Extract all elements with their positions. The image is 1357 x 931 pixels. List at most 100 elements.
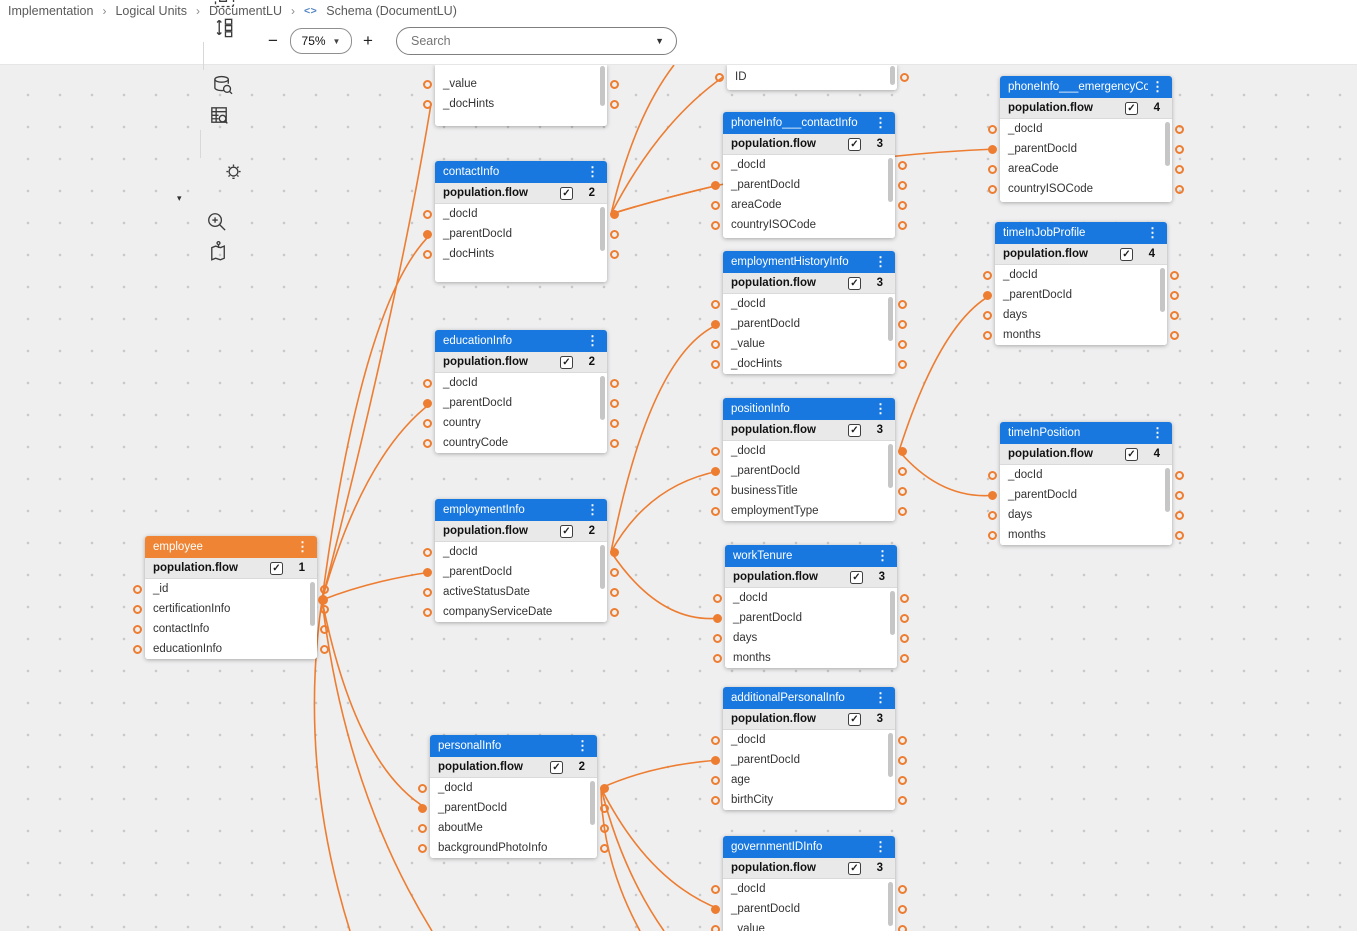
fragment-top-mid[interactable]: ID xyxy=(715,65,909,90)
connector-port[interactable] xyxy=(418,823,427,833)
entity-employmentInfo[interactable]: employmentInfo ⋮ population.flow ✓ 2 _do… xyxy=(423,499,619,622)
kebab-menu-icon[interactable]: ⋮ xyxy=(576,738,589,753)
scrollbar-thumb[interactable] xyxy=(310,582,315,626)
connector-port[interactable] xyxy=(898,339,907,349)
flow-checkbox[interactable]: ✓ xyxy=(848,276,861,290)
connector-port[interactable] xyxy=(423,418,432,428)
connector-port[interactable] xyxy=(898,506,907,516)
flow-checkbox[interactable]: ✓ xyxy=(560,524,573,538)
connector-port[interactable] xyxy=(711,220,720,230)
connector-port[interactable] xyxy=(1170,270,1179,280)
connector-port[interactable] xyxy=(423,438,432,448)
connector-port[interactable] xyxy=(423,607,432,617)
connector-port[interactable] xyxy=(600,783,609,793)
field-row[interactable]: _parentDocId xyxy=(731,465,801,477)
chevron-down-icon[interactable]: ▾ xyxy=(177,193,182,203)
flow-checkbox[interactable]: ✓ xyxy=(1125,101,1138,115)
field-row[interactable]: ID xyxy=(735,71,747,83)
field-row[interactable]: country xyxy=(443,417,481,429)
connector-port[interactable] xyxy=(1175,490,1184,500)
scrollbar-thumb[interactable] xyxy=(1160,268,1165,312)
field-row[interactable]: activeStatusDate xyxy=(443,586,530,598)
entity-search-button[interactable] xyxy=(204,100,234,130)
scrollbar-thumb[interactable] xyxy=(888,882,893,926)
connector-port[interactable] xyxy=(1170,290,1179,300)
field-row[interactable]: _docId xyxy=(438,782,473,794)
entity-educationInfo[interactable]: educationInfo ⋮ population.flow ✓ 2 _doc… xyxy=(423,330,619,453)
flow-checkbox[interactable]: ✓ xyxy=(848,712,861,726)
kebab-menu-icon[interactable]: ⋮ xyxy=(1151,79,1164,94)
field-row[interactable]: _value xyxy=(731,338,765,350)
field-row[interactable]: days xyxy=(1008,509,1033,521)
scrollbar-thumb[interactable] xyxy=(888,444,893,488)
field-row[interactable]: _docId xyxy=(731,298,766,310)
connector-port[interactable] xyxy=(983,290,992,300)
scrollbar-thumb[interactable] xyxy=(890,66,895,85)
connector-port[interactable] xyxy=(715,72,724,82)
kebab-menu-icon[interactable]: ⋮ xyxy=(874,401,887,416)
flow-checkbox[interactable]: ✓ xyxy=(270,561,283,575)
connector-port[interactable] xyxy=(711,160,720,170)
connection-hub[interactable] xyxy=(318,595,328,605)
flow-checkbox[interactable]: ✓ xyxy=(848,423,861,437)
flow-checkbox[interactable]: ✓ xyxy=(848,137,861,151)
connector-port[interactable] xyxy=(988,490,997,500)
connector-port[interactable] xyxy=(983,330,992,340)
connector-port[interactable] xyxy=(711,446,720,456)
connector-port[interactable] xyxy=(423,209,432,219)
entity-timeInJobProfile[interactable]: timeInJobProfile ⋮ population.flow ✓ 4 _… xyxy=(983,222,1179,345)
field-row[interactable]: _docHints xyxy=(731,358,783,370)
connector-port[interactable] xyxy=(711,735,720,745)
kebab-menu-icon[interactable]: ⋮ xyxy=(586,333,599,348)
entity-governmentIDInfo[interactable]: governmentIDInfo ⋮ population.flow ✓ 3 _… xyxy=(711,836,907,931)
connector-port[interactable] xyxy=(711,924,720,931)
connector-port[interactable] xyxy=(610,249,619,259)
field-row[interactable]: birthCity xyxy=(731,794,774,806)
flow-checkbox[interactable]: ✓ xyxy=(560,355,573,369)
connector-port[interactable] xyxy=(898,446,907,456)
kebab-menu-icon[interactable]: ⋮ xyxy=(1146,225,1159,240)
connector-port[interactable] xyxy=(610,418,619,428)
entity-header[interactable]: educationInfo ⋮ xyxy=(435,330,607,352)
connector-port[interactable] xyxy=(610,229,619,239)
field-row[interactable]: days xyxy=(1003,309,1028,321)
suggestions-button[interactable] xyxy=(218,158,248,188)
connector-port[interactable] xyxy=(898,180,907,190)
connector-port[interactable] xyxy=(898,775,907,785)
connector-port[interactable] xyxy=(988,470,997,480)
connector-port[interactable] xyxy=(898,755,907,765)
zoom-area-button[interactable] xyxy=(201,206,231,236)
field-row[interactable]: _value xyxy=(443,78,477,90)
field-row[interactable]: _parentDocId xyxy=(731,754,801,766)
connector-port[interactable] xyxy=(610,378,619,388)
connector-port[interactable] xyxy=(418,783,427,793)
flow-checkbox[interactable]: ✓ xyxy=(848,861,861,875)
connector-port[interactable] xyxy=(1175,164,1184,174)
field-row[interactable]: _docId xyxy=(731,159,766,171)
entity-header[interactable]: employmentInfo ⋮ xyxy=(435,499,607,521)
connector-port[interactable] xyxy=(610,587,619,597)
connector-port[interactable] xyxy=(610,607,619,617)
connector-port[interactable] xyxy=(610,79,619,89)
entity-header[interactable]: positionInfo ⋮ xyxy=(723,398,895,420)
connector-port[interactable] xyxy=(711,884,720,894)
kebab-menu-icon[interactable]: ⋮ xyxy=(876,548,889,563)
connector-port[interactable] xyxy=(898,884,907,894)
connector-port[interactable] xyxy=(610,398,619,408)
scrollbar-thumb[interactable] xyxy=(600,376,605,420)
connector-port[interactable] xyxy=(600,843,609,853)
connector-port[interactable] xyxy=(711,359,720,369)
flow-checkbox[interactable]: ✓ xyxy=(850,570,863,584)
entity-positionInfo[interactable]: positionInfo ⋮ population.flow ✓ 3 _docI… xyxy=(711,398,907,521)
scrollbar-thumb[interactable] xyxy=(600,207,605,251)
connector-port[interactable] xyxy=(320,624,329,634)
field-row[interactable]: _value xyxy=(731,923,765,931)
field-row[interactable]: areaCode xyxy=(1008,163,1059,175)
field-row[interactable]: _docId xyxy=(443,377,478,389)
zoom-level-dropdown[interactable]: 75% ▼ xyxy=(290,28,352,54)
connector-port[interactable] xyxy=(898,466,907,476)
connector-port[interactable] xyxy=(900,613,909,623)
connector-port[interactable] xyxy=(988,530,997,540)
connector-port[interactable] xyxy=(1170,330,1179,340)
